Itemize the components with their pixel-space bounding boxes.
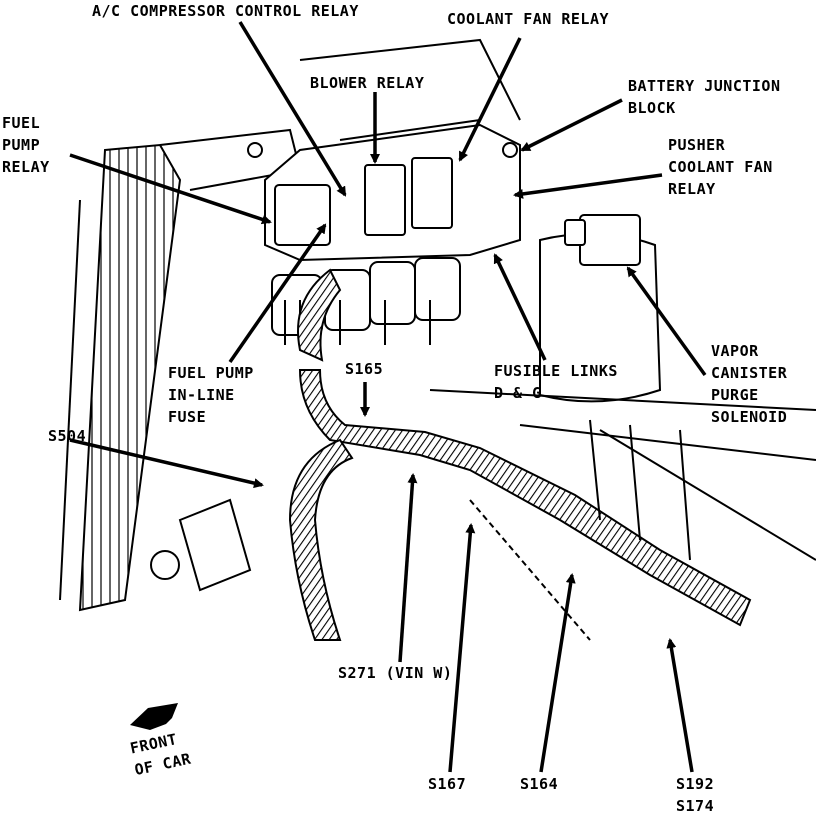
label-fusible-links: FUSIBLE LINKS D & G bbox=[494, 362, 618, 402]
label-s271: S271 (VIN W) bbox=[338, 664, 453, 682]
label-pusher-coolant-fan-relay: PUSHER COOLANT FAN RELAY bbox=[668, 136, 773, 198]
leader-pusher-fan bbox=[513, 173, 663, 199]
label-blower-relay: BLOWER RELAY bbox=[310, 74, 425, 92]
engine-frame bbox=[150, 389, 816, 641]
leader-s164 bbox=[539, 573, 576, 773]
leader-s192 bbox=[666, 638, 694, 773]
leader-s167 bbox=[448, 523, 476, 773]
label-s504: S504 bbox=[48, 427, 87, 445]
relay-center bbox=[247, 119, 521, 262]
label-fuel-pump-inline-fuse: FUEL PUMP IN-LINE FUSE bbox=[168, 364, 254, 426]
label-s192-s174: S192 S174 bbox=[676, 775, 715, 815]
front-of-car-arrow bbox=[130, 703, 178, 730]
radiator-panel bbox=[59, 38, 521, 612]
label-vapor-canister-purge-solenoid: VAPOR CANISTER PURGE SOLENOID bbox=[711, 342, 788, 426]
label-s165: S165 bbox=[345, 360, 384, 378]
leader-battery-junction bbox=[520, 98, 623, 152]
leader-fuel-pump-fuse bbox=[228, 223, 327, 363]
label-battery-junction-block: BATTERY JUNCTION BLOCK bbox=[628, 77, 781, 117]
leader-lines bbox=[69, 21, 707, 773]
label-s167: S167 bbox=[428, 775, 467, 793]
label-ac-compressor-relay: A/C COMPRESSOR CONTROL RELAY bbox=[92, 2, 359, 20]
wiring-harness bbox=[288, 268, 752, 641]
leader-coolant-fan bbox=[458, 37, 522, 162]
label-coolant-fan-relay: COOLANT FAN RELAY bbox=[447, 10, 610, 28]
leader-vapor-canister bbox=[626, 266, 707, 377]
label-s164: S164 bbox=[520, 775, 559, 793]
label-fuel-pump-relay: FUEL PUMP RELAY bbox=[2, 114, 50, 176]
leader-ac-compressor bbox=[238, 21, 347, 197]
leader-s271 bbox=[398, 473, 418, 663]
leader-fuel-pump-relay bbox=[69, 153, 272, 225]
leader-s504 bbox=[69, 438, 264, 489]
leader-fusible-links bbox=[493, 253, 547, 361]
